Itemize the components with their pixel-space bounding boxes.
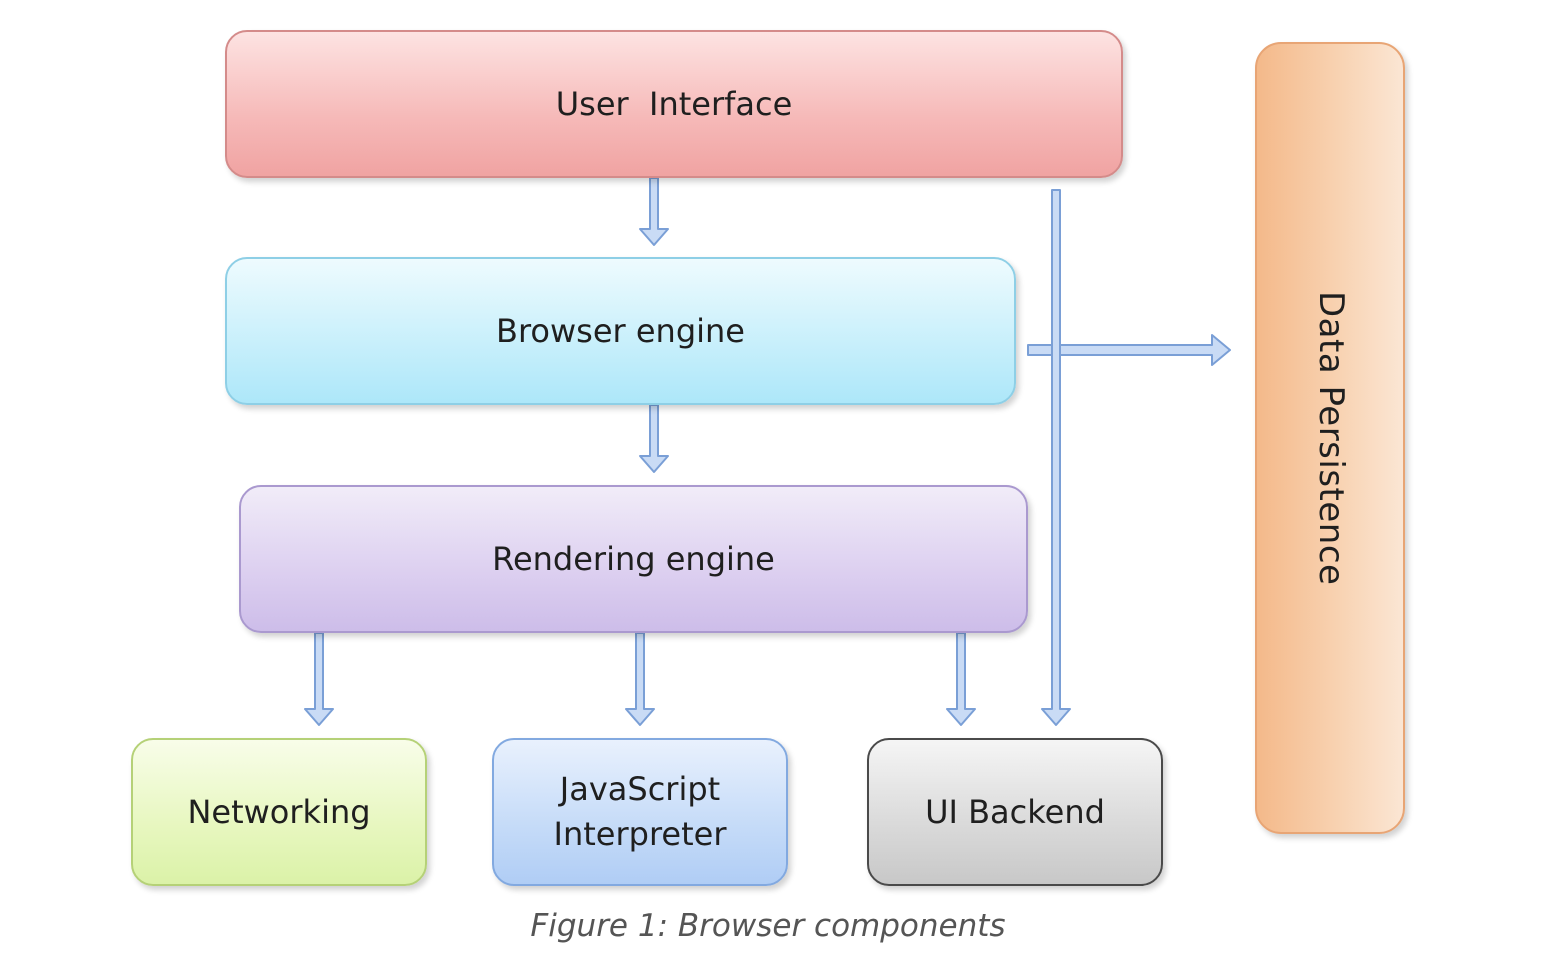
javascript-interpreter-label-line2: Interpreter xyxy=(553,815,727,853)
networking-box: Networking xyxy=(131,738,427,886)
arrow-user-interface-to-ui-backend xyxy=(1041,189,1071,726)
rendering-engine-box: Rendering engine xyxy=(239,485,1028,633)
arrow-user-interface-to-browser-engine xyxy=(639,177,669,246)
user-interface-box: User Interface xyxy=(225,30,1123,178)
arrow-rendering-engine-to-ui-backend xyxy=(946,632,976,726)
javascript-interpreter-box: JavaScript Interpreter xyxy=(492,738,788,886)
figure-caption: Figure 1: Browser components xyxy=(530,908,1006,944)
user-interface-label: User Interface xyxy=(555,84,793,123)
data-persistence-label: Data Persistence xyxy=(1310,290,1351,586)
networking-label: Networking xyxy=(187,792,371,831)
arrow-browser-engine-to-rendering-engine xyxy=(639,404,669,473)
browser-engine-label: Browser engine xyxy=(496,311,745,350)
arrow-rendering-engine-to-networking xyxy=(304,632,334,726)
rendering-engine-label: Rendering engine xyxy=(492,539,775,578)
ui-backend-box: UI Backend xyxy=(867,738,1163,886)
browser-engine-box: Browser engine xyxy=(225,257,1016,405)
ui-backend-label: UI Backend xyxy=(925,792,1105,831)
javascript-interpreter-label-line1: JavaScript xyxy=(559,770,721,809)
data-persistence-box: Data Persistence xyxy=(1255,42,1405,834)
arrow-rendering-engine-to-javascript-interpreter xyxy=(625,632,655,726)
